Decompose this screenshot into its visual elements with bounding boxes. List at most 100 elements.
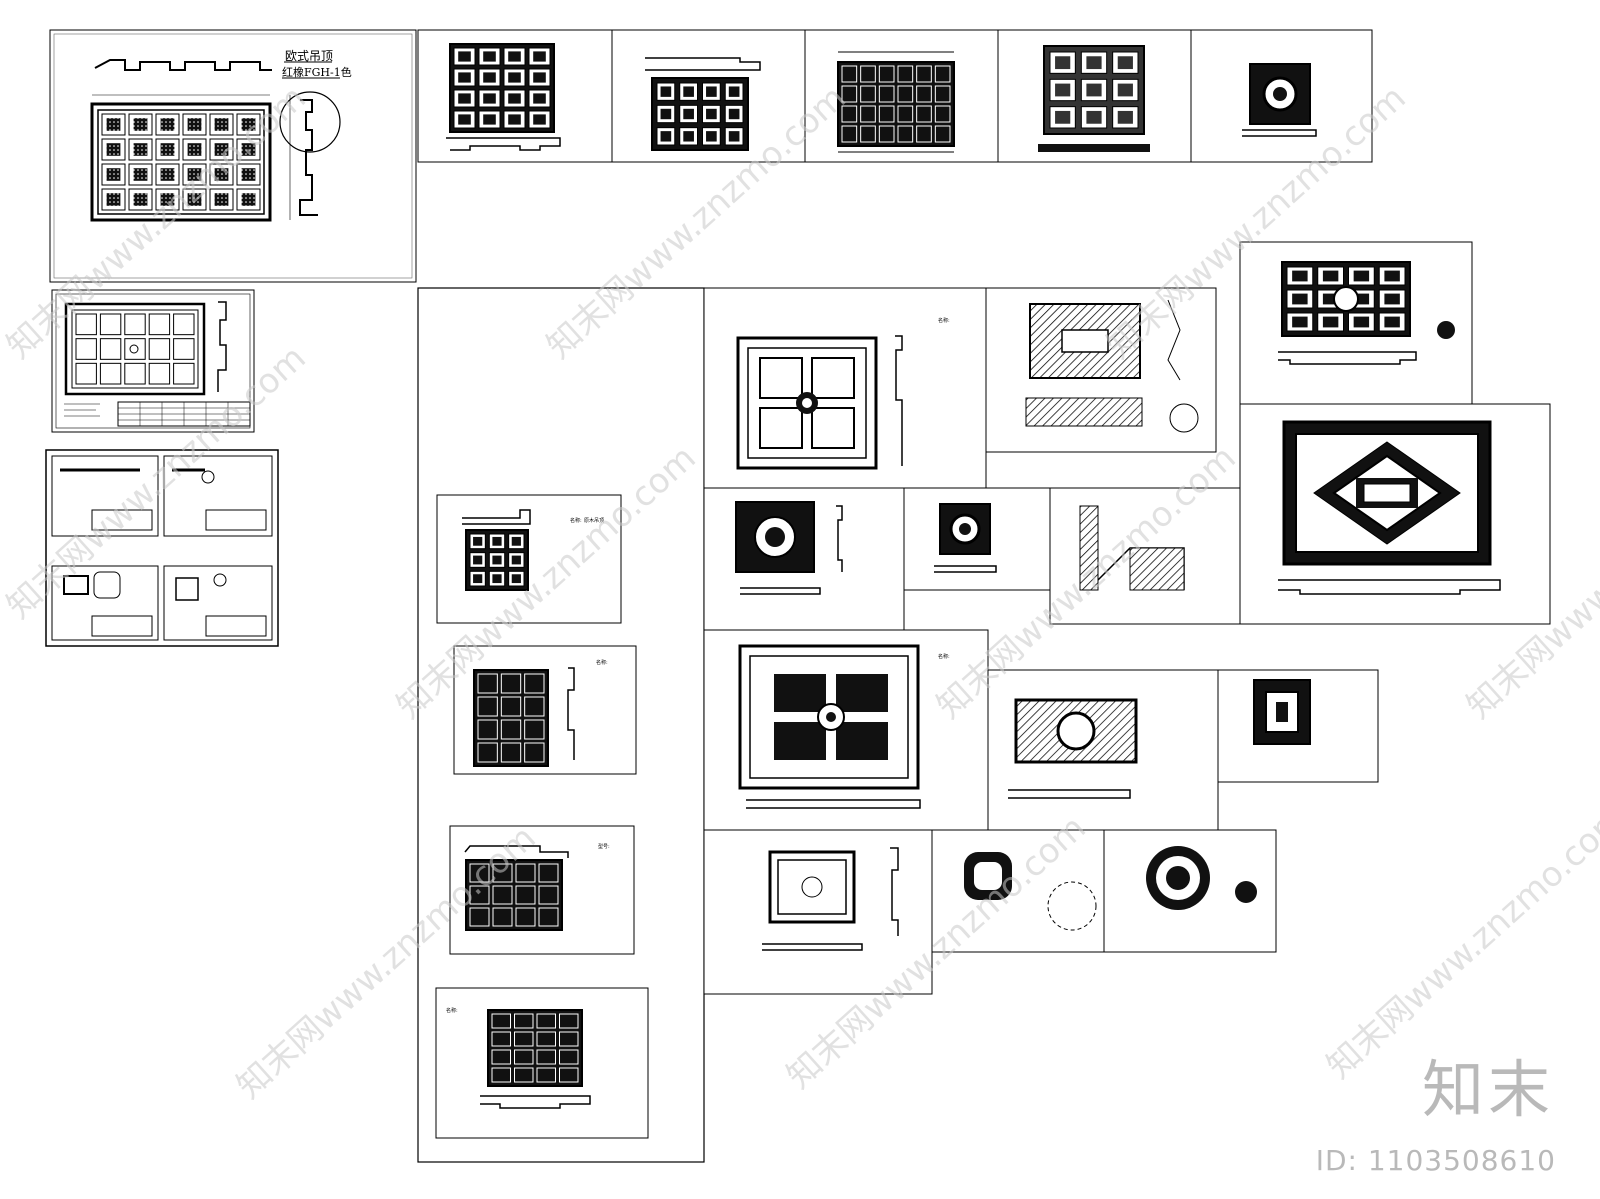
coffer-inlay xyxy=(187,118,202,131)
coffer-panel xyxy=(897,65,914,83)
coffer-inlay xyxy=(106,193,121,206)
coffer-panel xyxy=(536,1031,556,1047)
coffer-panel xyxy=(500,742,522,763)
bottom-row xyxy=(703,829,1277,995)
coffer-panel xyxy=(934,85,951,103)
coffer-panel xyxy=(897,105,914,123)
coffer-panel xyxy=(469,863,490,883)
coffer-inlay xyxy=(187,168,202,181)
coffer-inlay xyxy=(214,143,229,156)
coffer-inlay xyxy=(508,72,521,83)
coffer-inlay xyxy=(1117,83,1133,97)
coffer-panel xyxy=(492,907,513,927)
coffer-grid xyxy=(101,113,261,211)
coffer-inlay xyxy=(683,131,694,142)
coffer-panel xyxy=(99,362,122,385)
coffer-panel xyxy=(124,338,146,360)
coffer-panel xyxy=(124,362,146,385)
coffer-inlay xyxy=(660,86,672,97)
sheet-frame-2 xyxy=(51,289,255,433)
coffer-inlay xyxy=(533,72,546,83)
coffer-inlay xyxy=(241,143,256,156)
coffer-panel xyxy=(860,105,876,123)
column-frame: 名称: 原木吊顶 名称: 型号: 名称: xyxy=(417,287,705,1163)
coffer-panel xyxy=(148,362,171,385)
coffer-inlay xyxy=(1353,293,1370,305)
coffer-inlay xyxy=(1322,270,1339,282)
coffer-panel xyxy=(75,338,97,360)
coffer-inlay xyxy=(160,118,175,131)
coffer-panel xyxy=(99,313,122,336)
coffer-panel xyxy=(559,1049,579,1065)
coffer-panel xyxy=(514,1013,534,1029)
coffer-inlay xyxy=(1117,56,1133,70)
coffer-inlay xyxy=(483,51,496,62)
coffer-panel xyxy=(524,673,545,694)
coffer-panel xyxy=(173,338,195,360)
coffer-inlay xyxy=(1353,316,1370,328)
coffer-inlay xyxy=(492,536,502,546)
coffer-panel xyxy=(500,696,522,717)
coffer-inlay xyxy=(492,574,502,584)
coffer-panel xyxy=(860,85,876,103)
drawing-subtitle: 红橡FGH-1色 xyxy=(282,65,352,79)
coffer-panel xyxy=(841,105,858,123)
coffer-panel xyxy=(477,696,498,717)
drawing-title: 欧式吊顶 xyxy=(285,49,333,63)
coffer-panel xyxy=(538,907,559,927)
coffer-inlay xyxy=(187,193,202,206)
top-strip xyxy=(417,29,1373,163)
coffer-inlay xyxy=(683,86,694,97)
brand-id: ID: 1103508610 xyxy=(1315,1144,1556,1177)
coffer-inlay xyxy=(106,168,121,181)
coffer-panel xyxy=(515,907,536,927)
coffer-inlay xyxy=(241,118,256,131)
coffer-panel xyxy=(477,673,498,694)
coffer-inlay xyxy=(160,143,175,156)
coffer-panel xyxy=(916,85,932,103)
coffer-inlay xyxy=(728,86,740,97)
coffer-inlay xyxy=(187,143,202,156)
coffer-panel xyxy=(75,362,97,385)
coffer-inlay xyxy=(458,114,471,125)
coffer-inlay xyxy=(473,574,483,584)
coffer-inlay xyxy=(1086,56,1102,70)
lower-middle: 名称: xyxy=(703,629,1379,831)
coffer-panel xyxy=(500,673,522,694)
coffer-inlay xyxy=(483,93,496,104)
coffer-inlay xyxy=(1117,110,1133,124)
label-name-F: 名称: xyxy=(938,653,950,660)
coffer-panel xyxy=(148,313,171,336)
coffer-inlay xyxy=(458,72,471,83)
coffer-inlay xyxy=(706,86,717,97)
coffer-inlay xyxy=(214,193,229,206)
coffer-inlay xyxy=(706,108,717,120)
coffer-inlay xyxy=(160,168,175,181)
coffer-inlay xyxy=(1384,316,1400,328)
coffer-inlay xyxy=(511,555,521,565)
coffer-panel xyxy=(75,313,97,336)
coffer-inlay xyxy=(1086,110,1102,124)
coffer-panel xyxy=(99,338,122,360)
coffer-panel xyxy=(469,907,490,927)
coffer-panel xyxy=(934,125,951,143)
coffer-panel xyxy=(514,1031,534,1047)
coffer-inlay xyxy=(458,51,471,62)
coffer-inlay xyxy=(492,555,502,565)
coffer-panel xyxy=(878,65,895,83)
coffer-inlay xyxy=(483,72,496,83)
coffer-inlay xyxy=(1055,83,1071,97)
coffer-inlay xyxy=(660,131,672,142)
coffer-panel xyxy=(491,1013,511,1029)
coffer-panel xyxy=(897,85,914,103)
coffer-panel xyxy=(469,885,490,905)
coffer-inlay xyxy=(133,118,148,131)
coffer-panel xyxy=(934,105,951,123)
coffer-panel xyxy=(841,125,858,143)
coffer-inlay xyxy=(1353,270,1370,282)
coffer-inlay xyxy=(1055,56,1071,70)
coffer-inlay xyxy=(1292,293,1308,305)
coffer-panel xyxy=(538,885,559,905)
right-block: 名称: xyxy=(703,241,1551,625)
coffer-inlay xyxy=(133,193,148,206)
